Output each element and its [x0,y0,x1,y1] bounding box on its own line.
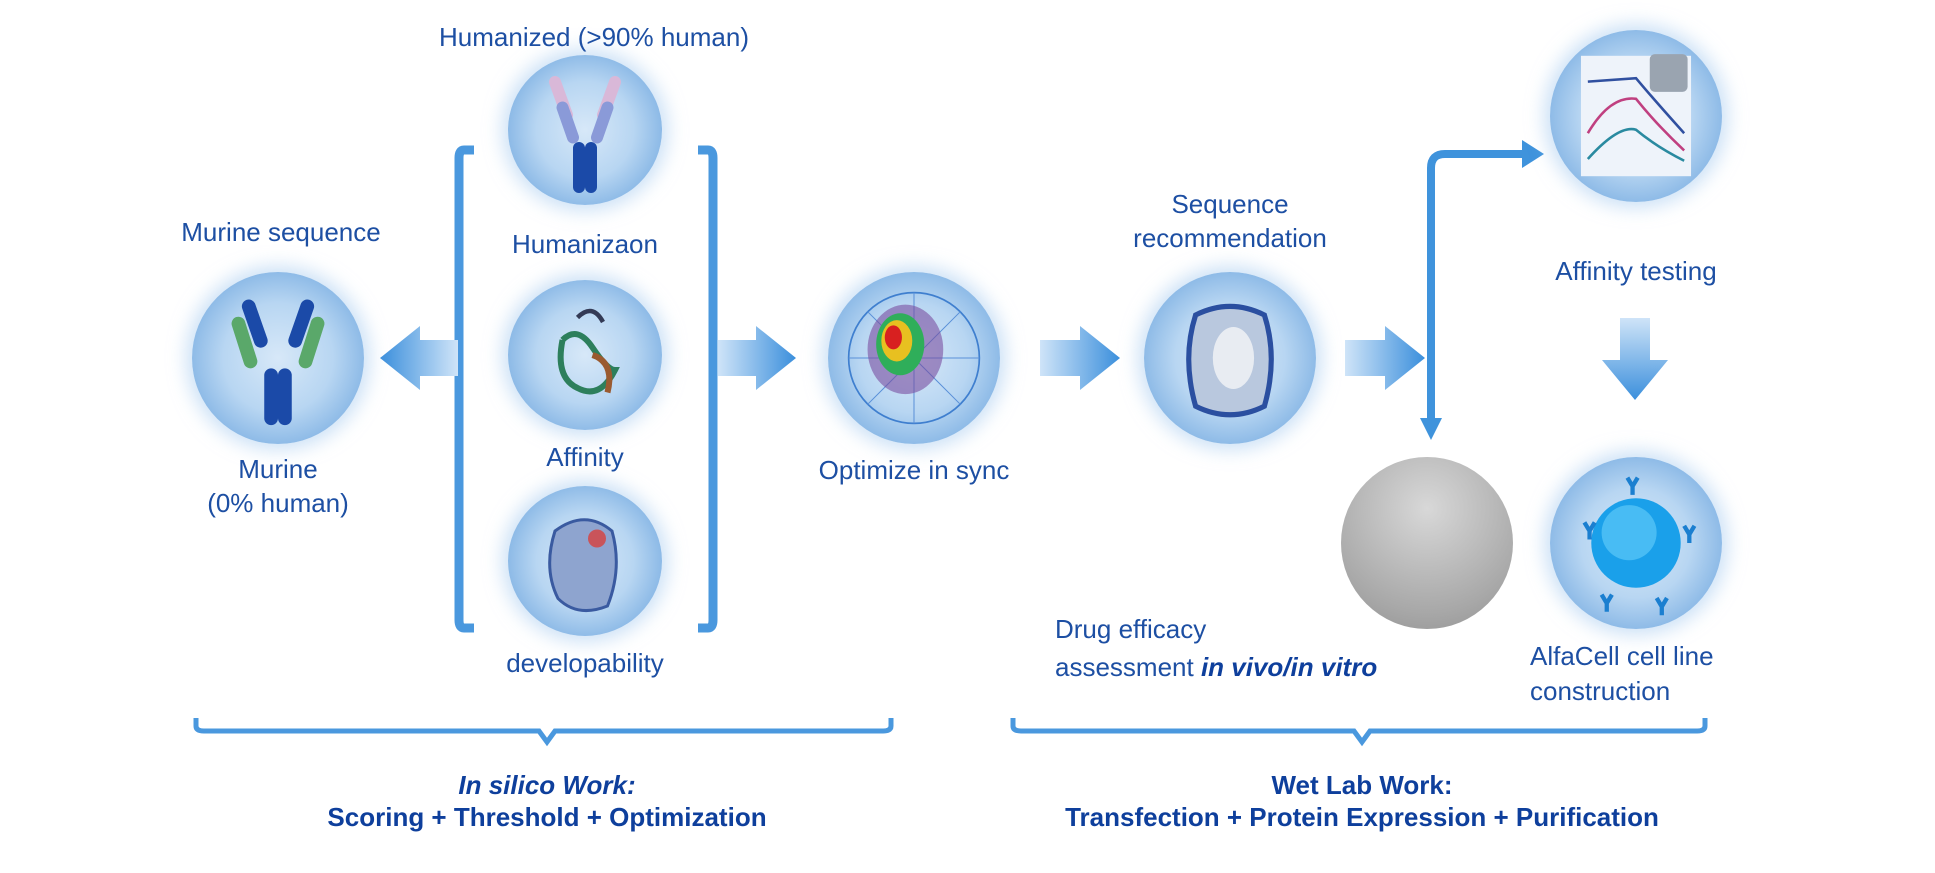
affinity-testing-label: Affinity testing [1555,256,1717,286]
affinity-protein-image [508,280,662,430]
developability-protein-image [508,486,662,636]
humanization-antibody-image [508,55,662,205]
sequence-recommendation-image [1144,272,1316,444]
insilico-title: In silico Work: [458,770,636,800]
right-bracket [698,145,718,633]
assessment-text: assessment [1055,652,1201,682]
murine-antibody-image [192,272,364,444]
recommendation-label: recommendation [1133,223,1327,253]
wetlab-subtitle: Transfection + Protein Expression + Puri… [1065,802,1659,832]
left-bracket [454,145,474,633]
wetlab-title: Wet Lab Work: [1271,770,1453,800]
insilico-brace [193,718,894,747]
alfacell-label: AlfaCell cell line [1530,641,1714,671]
murine-label: Murine [238,454,318,484]
drug-efficacy-label: Drug efficacy [1055,614,1207,644]
murine-percent-label: (0% human) [207,488,349,518]
humanized-label: Humanized (>90% human) [439,22,749,52]
murine-sequence-label: Murine sequence [181,217,381,247]
alfacell-cell-image [1550,457,1722,629]
drug-efficacy-cell-image [1341,457,1513,629]
drug-assessment-label: assessment in vivo/in vitro [1055,650,1377,684]
arrow-right-icon [1040,326,1120,390]
insilico-subtitle: Scoring + Threshold + Optimization [327,802,767,832]
affinity-label: Affinity [546,442,624,472]
affinity-testing-image [1550,30,1722,202]
optimize-label: Optimize in sync [818,455,1010,485]
construction-label: construction [1530,676,1671,706]
arrow-right-icon [1522,140,1544,168]
arrow-down-icon [1602,318,1668,400]
arrow-right-icon [718,326,796,390]
arrow-left-icon [380,326,458,390]
developability-label: developability [506,648,664,678]
arrow-down-icon [1420,418,1442,440]
humanization-label: Humanizaon [512,229,658,259]
in-vivo-in-vitro-text: in vivo/in vitro [1200,652,1378,682]
branch-line [1427,150,1525,425]
sequence-label: Sequence [1171,189,1289,219]
arrow-right-icon [1345,326,1425,390]
wetlab-brace [1010,718,1708,747]
optimize-sphere-image [828,272,1000,444]
